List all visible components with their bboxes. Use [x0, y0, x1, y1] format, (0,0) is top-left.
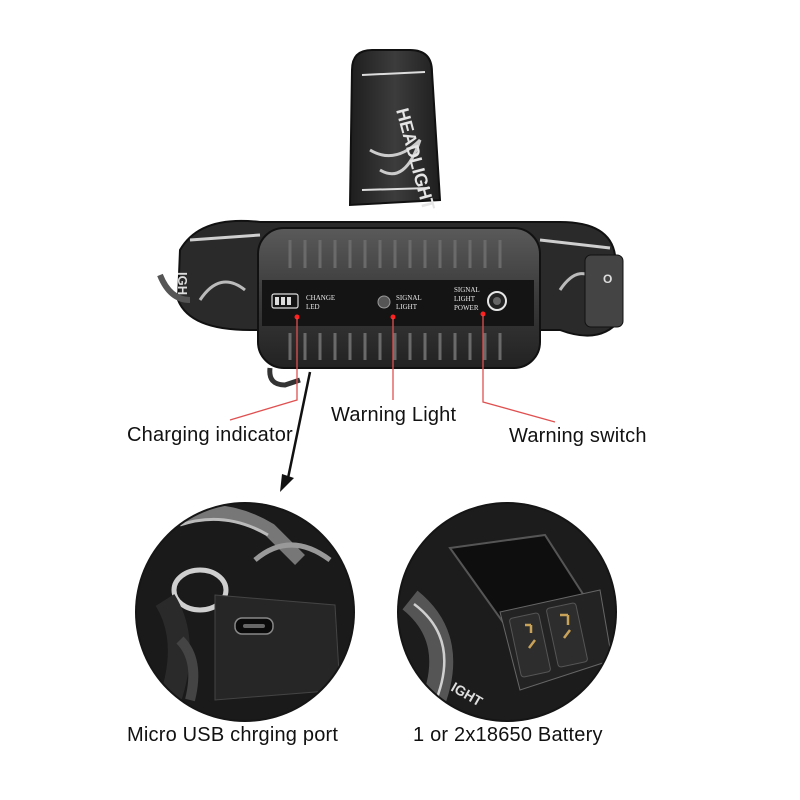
panel-power-label: POWER [454, 304, 479, 312]
pointer-arrow [280, 371, 312, 492]
battery-compartment-closeup: IGHT [397, 502, 617, 722]
panel-power-light-label: LIGHT [454, 295, 476, 303]
caption-usb-port: Micro USB chrging port [127, 724, 339, 746]
top-strap: HEADLIGHT [348, 49, 442, 212]
label-charging-indicator: Charging indicator [127, 424, 293, 446]
callout-lines [229, 315, 556, 423]
caption-battery: 1 or 2x18650 Battery [413, 724, 603, 746]
svg-text:O: O [603, 272, 612, 286]
panel-led-label: LED [306, 303, 320, 311]
panel-signal-label: SIGNAL [396, 294, 422, 302]
panel-power-signal-label: SIGNAL [454, 286, 480, 294]
charging-indicator-dot [294, 314, 300, 320]
key-ring-icon [171, 567, 229, 613]
warning-light-dot [390, 314, 396, 320]
label-warning-light: Warning Light [331, 404, 457, 426]
svg-text:IGH: IGH [175, 272, 190, 295]
warning-light-lens [377, 295, 391, 309]
usb-port-closeup [135, 502, 355, 722]
battery-slots [509, 602, 588, 678]
label-warning-switch: Warning switch [509, 425, 647, 447]
panel-light-label: LIGHT [396, 303, 418, 311]
panel-change-label: CHANGE [306, 294, 335, 302]
warning-switch-dot [480, 311, 486, 317]
battery-level-icon [271, 293, 299, 309]
battery-housing: CHANGE LED SIGNAL LIGHT SIGNAL LIGHT POW… [257, 227, 541, 388]
